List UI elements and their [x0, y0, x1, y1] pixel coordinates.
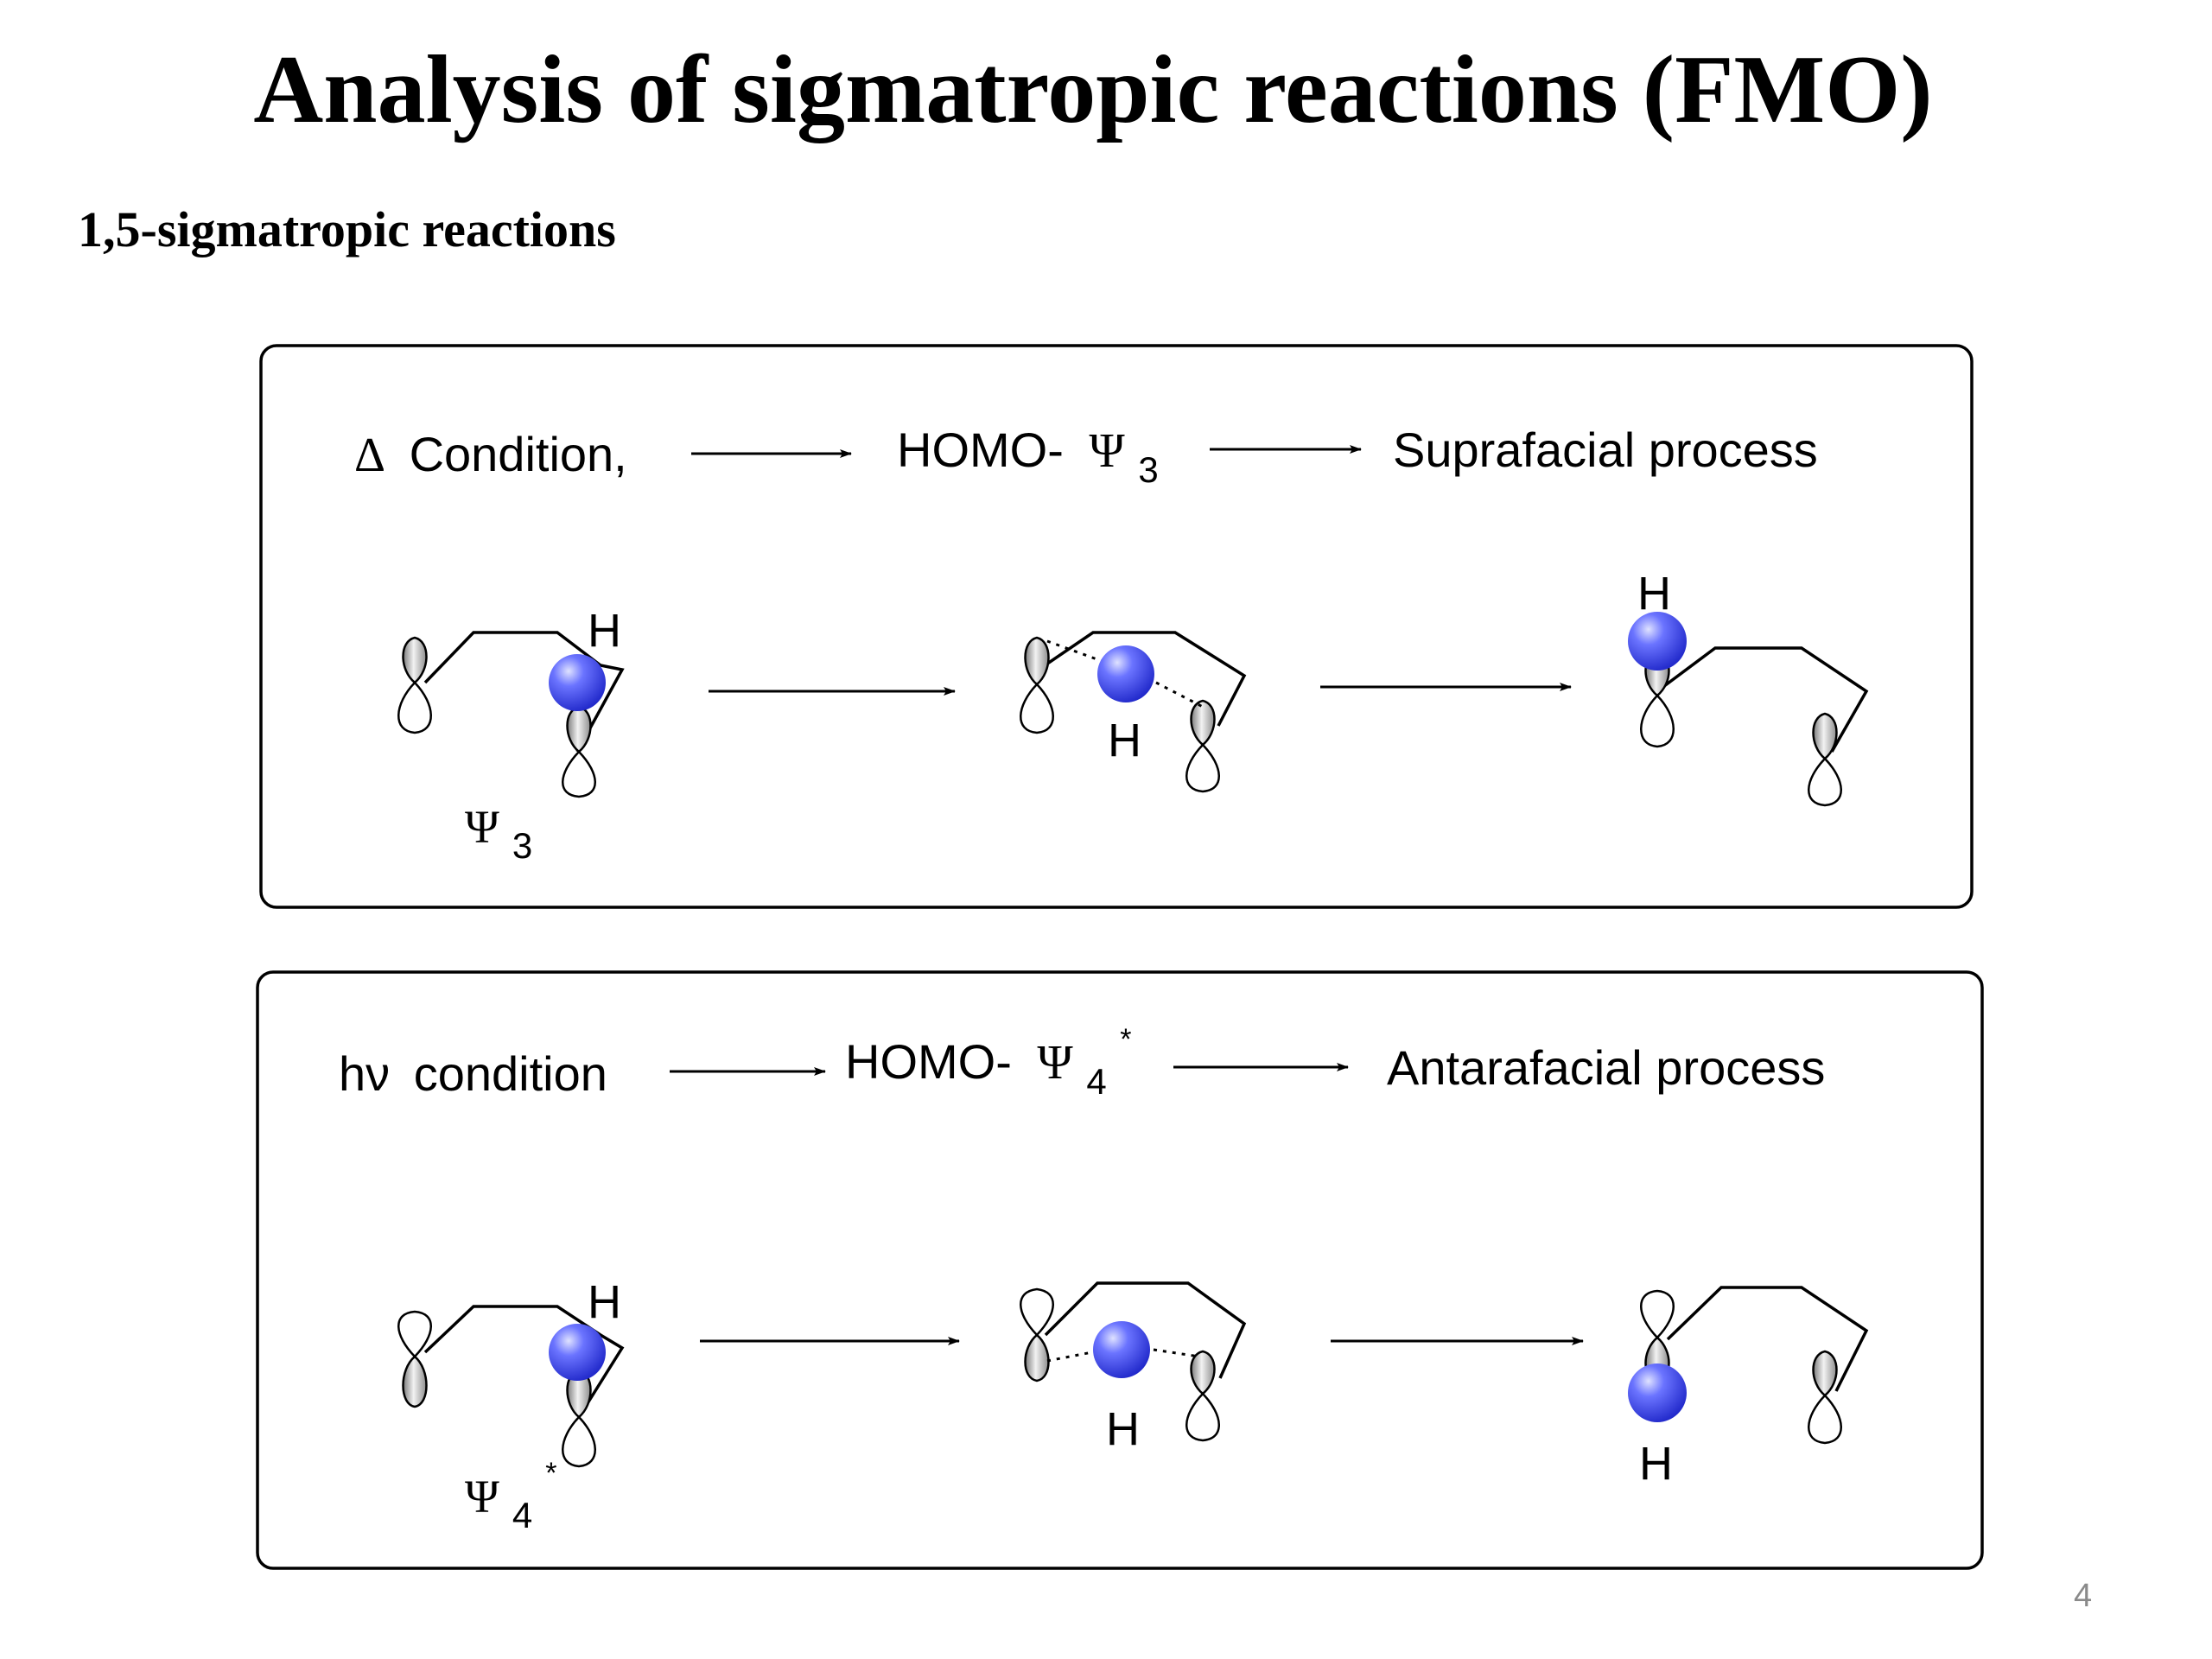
product-structure: H [1628, 1286, 1869, 1490]
page-title: Analysis of sigmatropic reactions (FMO) [253, 36, 1933, 143]
transition-state-structure: H [1020, 631, 1247, 793]
orbital-lobe-open [1185, 1392, 1220, 1442]
orbital-lobe-shaded [1024, 636, 1050, 686]
hydrogen-orbital [549, 654, 606, 711]
orbital-lobe-open [562, 1415, 596, 1468]
delta-symbol: Δ [354, 429, 385, 482]
hydrogen-orbital [1628, 612, 1687, 671]
transition-state-structure: H [1020, 1281, 1247, 1455]
orbital-lobe-open [562, 750, 596, 798]
product-structure: H [1628, 568, 1869, 807]
reactant-structure: H Ψ 4 * [397, 1276, 625, 1538]
hydrogen-orbital [1097, 645, 1154, 702]
panel-thermal-frame [259, 344, 1974, 909]
reactant-structure: H Ψ 3 [397, 605, 625, 866]
homo-label: HOMO- Ψ 4 * [845, 1023, 1131, 1104]
orbital-lobe-shaded [566, 705, 592, 753]
partial-bond [1046, 1351, 1093, 1363]
orbital-lobe-shaded [1190, 1350, 1216, 1395]
hydrogen-orbital [1628, 1363, 1687, 1422]
hydrogen-orbital [549, 1324, 606, 1381]
orbital-lobe-shaded [1812, 1350, 1838, 1397]
process-label: Suprafacial process [1393, 423, 1818, 477]
orbital-lobe-open [1020, 683, 1054, 734]
hydrogen-label: H [1637, 568, 1671, 620]
orbital-caption: Ψ 3 [465, 801, 532, 866]
orbital-lobe-open [1020, 1287, 1054, 1337]
hydrogen-label: H [1108, 715, 1141, 766]
condition-label: hν condition [339, 1046, 607, 1101]
partial-bond [1046, 639, 1103, 663]
orbital-lobe-open [397, 1310, 432, 1358]
orbital-lobe-open [1640, 694, 1675, 748]
orbital-lobe-shaded [1024, 1333, 1050, 1382]
section-heading: 1,5-sigmatropic reactions [78, 201, 616, 257]
hydrogen-label: H [588, 605, 621, 657]
orbital-lobe-open [1640, 1289, 1675, 1339]
orbital-lobe-open [1808, 1394, 1842, 1445]
hydrogen-label: H [1639, 1438, 1673, 1490]
page-number: 4 [2074, 1578, 2093, 1614]
hydrogen-label: H [588, 1276, 621, 1328]
partial-bond [1155, 681, 1204, 709]
hydrogen-orbital [1093, 1321, 1150, 1378]
orbital-lobe-shaded [402, 636, 428, 684]
orbital-lobe-shaded [402, 1355, 428, 1408]
orbital-lobe-open [1185, 743, 1220, 793]
orbital-lobe-open [1808, 757, 1842, 807]
condition-label: Δ Condition, [354, 427, 627, 482]
hv-symbol: hν [339, 1046, 390, 1101]
hydrogen-label: H [1106, 1403, 1140, 1455]
process-label: Antarafacial process [1387, 1040, 1825, 1095]
orbital-lobe-open [397, 681, 432, 734]
orbital-caption: Ψ 4 * [465, 1457, 556, 1538]
orbital-lobe-shaded [1812, 712, 1838, 760]
partial-bond [1153, 1348, 1200, 1358]
panel-photochemical-frame [256, 970, 1984, 1570]
homo-label: HOMO- Ψ 3 [897, 423, 1159, 490]
orbital-lobe-shaded [1190, 699, 1216, 747]
